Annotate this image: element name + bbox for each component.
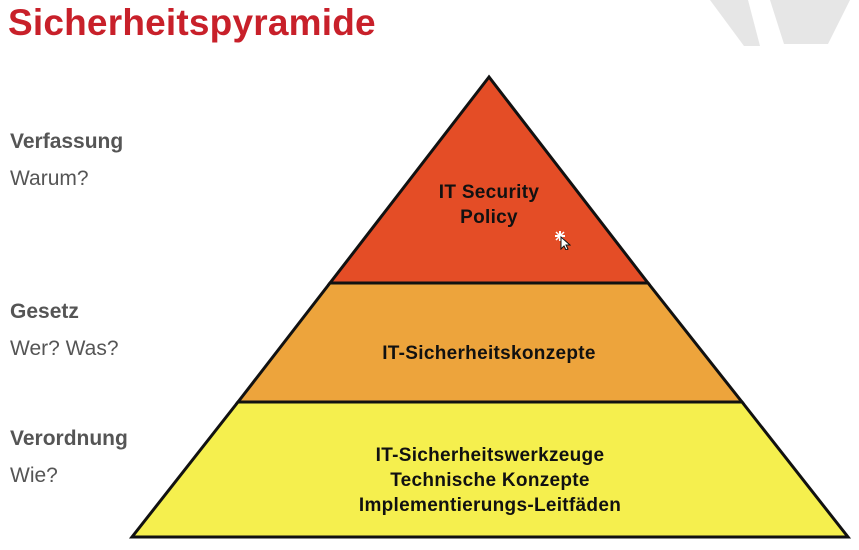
level-name-verfassung: Verfassung (10, 130, 124, 153)
level-question-verfassung: Warum? (10, 167, 89, 190)
mouse-cursor-icon (555, 231, 571, 250)
level-verordnung: Verordnung Wie? (10, 427, 128, 488)
tier-top-line-2: Policy (460, 207, 518, 228)
level-name-verordnung: Verordnung (10, 427, 128, 450)
level-name-gesetz: Gesetz (10, 300, 79, 323)
tier-bottom-shape (128, 400, 852, 539)
tier-top-text: IT Security Policy (389, 180, 589, 230)
tier-top-line-1: IT Security (438, 182, 540, 203)
level-verfassung: Verfassung Warum? (10, 130, 123, 191)
tier-bottom-text: IT-Sicherheitswerkzeuge Technische Konze… (290, 443, 690, 518)
tier-bottom-line-1: IT-Sicherheitswerkzeuge (375, 445, 605, 466)
brand-logo (710, 0, 850, 46)
tier-middle-text: IT-Sicherheitskonzepte (339, 341, 639, 366)
tier-bottom-line-3: Implementierungs-Leitfäden (358, 495, 622, 516)
slide-title: Sicherheitspyramide (8, 2, 376, 43)
tier-middle-line-1: IT-Sicherheitskonzepte (382, 343, 596, 364)
level-gesetz: Gesetz Wer? Was? (10, 300, 119, 361)
level-question-gesetz: Wer? Was? (10, 337, 119, 360)
tier-bottom-line-2: Technische Konzepte (390, 470, 590, 491)
level-question-verordnung: Wie? (10, 464, 58, 487)
